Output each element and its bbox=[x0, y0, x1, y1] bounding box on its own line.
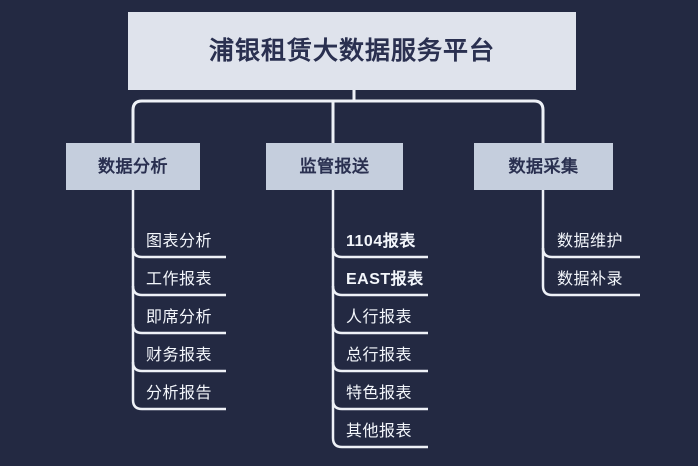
branch-node-label: 数据采集 bbox=[508, 157, 579, 176]
leaf-item-label: EAST报表 bbox=[346, 271, 424, 288]
page-title: 浦银租赁大数据服务平台 bbox=[208, 36, 495, 65]
branch-node-data-analysis[interactable]: 数据分析 bbox=[66, 143, 200, 190]
leaf-item[interactable]: 工作报表 bbox=[146, 272, 212, 288]
leaf-item[interactable]: 图表分析 bbox=[146, 234, 212, 250]
branch-node-data-collection[interactable]: 数据采集 bbox=[474, 143, 613, 190]
leaf-item-label: 即席分析 bbox=[146, 309, 213, 326]
leaf-item[interactable]: EAST报表 bbox=[346, 272, 424, 288]
leaf-item[interactable]: 其他报表 bbox=[346, 424, 412, 440]
leaf-item[interactable]: 人行报表 bbox=[346, 310, 412, 326]
leaf-item[interactable]: 财务报表 bbox=[146, 348, 212, 364]
branch-node-label: 数据分析 bbox=[98, 157, 168, 176]
root-node[interactable]: 浦银租赁大数据服务平台 bbox=[128, 12, 576, 90]
leaf-item[interactable]: 1104报表 bbox=[346, 234, 416, 250]
leaf-item-label: 特色报表 bbox=[346, 385, 413, 402]
leaf-item-label: 分析报告 bbox=[146, 385, 213, 402]
leaf-item-label: 人行报表 bbox=[346, 309, 413, 326]
leaf-item-label: 其他报表 bbox=[346, 423, 413, 440]
leaf-item-label: 工作报表 bbox=[146, 271, 213, 288]
leaf-item-label: 数据维护 bbox=[557, 233, 624, 250]
leaf-item[interactable]: 特色报表 bbox=[346, 386, 412, 402]
leaf-item-label: 总行报表 bbox=[346, 347, 413, 364]
leaf-item-label: 财务报表 bbox=[146, 347, 213, 364]
branch-node-label: 监管报送 bbox=[299, 157, 370, 176]
leaf-item[interactable]: 数据补录 bbox=[557, 272, 623, 288]
leaf-item[interactable]: 总行报表 bbox=[346, 348, 412, 364]
leaf-item-label: 1104报表 bbox=[346, 233, 416, 250]
leaf-item[interactable]: 分析报告 bbox=[146, 386, 212, 402]
branch-node-regulatory-reporting[interactable]: 监管报送 bbox=[266, 143, 403, 190]
leaf-item-label: 数据补录 bbox=[557, 271, 624, 288]
leaf-item-label: 图表分析 bbox=[146, 233, 213, 250]
leaf-item[interactable]: 即席分析 bbox=[146, 310, 212, 326]
leaf-item[interactable]: 数据维护 bbox=[557, 234, 623, 250]
